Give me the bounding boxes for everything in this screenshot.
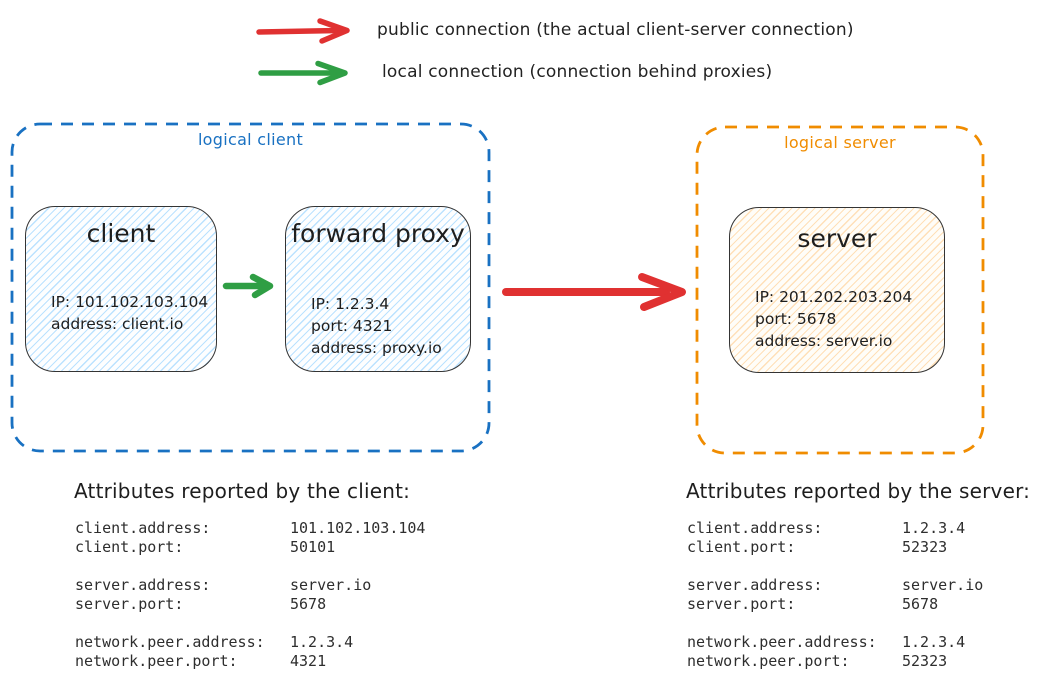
server-node: server IP: 201.202.203.204 port: 5678 ad…	[729, 207, 945, 373]
attr-row: server.address:server.io	[75, 576, 372, 594]
logical-server-label: logical server	[784, 133, 896, 152]
public-connection-arrow-icon	[256, 18, 350, 44]
server-attributes-table: client.address:1.2.3.4 client.port:52323…	[687, 519, 983, 686]
proxy-address: address: proxy.io	[311, 339, 442, 357]
client-node: client IP: 101.102.103.104 address: clie…	[25, 206, 217, 372]
local-connection-diagram-arrow-icon	[222, 273, 274, 299]
logical-server-boundary	[695, 125, 985, 455]
logical-client-group: logical client client IP: 101.102.103.10…	[10, 122, 491, 453]
public-connection-legend-label: public connection (the actual client-ser…	[377, 20, 854, 40]
attr-row: network.peer.port:52323	[687, 652, 948, 670]
client-ip: IP: 101.102.103.104	[51, 293, 209, 311]
client-attr-group-server: server.address:server.io server.port:567…	[75, 576, 425, 614]
server-attributes-heading: Attributes reported by the server:	[686, 479, 1031, 503]
client-attributes-table: client.address:101.102.103.104 client.po…	[75, 519, 425, 686]
attr-row: server.port:5678	[687, 595, 939, 613]
attr-row: client.address:1.2.3.4	[687, 519, 966, 537]
server-attr-group-network-peer: network.peer.address:1.2.3.4 network.pee…	[687, 633, 983, 671]
attr-row: network.peer.address:1.2.3.4	[75, 633, 354, 651]
client-attributes-heading: Attributes reported by the client:	[74, 479, 411, 503]
forward-proxy-node-title: forward proxy	[291, 219, 465, 248]
server-attr-group-server: server.address:server.io server.port:567…	[687, 576, 983, 614]
attr-row: client.port:50101	[75, 538, 336, 556]
attr-row: server.address:server.io	[687, 576, 984, 594]
proxy-port: port: 4321	[311, 317, 393, 335]
client-node-details: IP: 101.102.103.104 address: client.io	[51, 291, 208, 335]
attr-row: client.port:52323	[687, 538, 948, 556]
local-connection-legend-label: local connection (connection behind prox…	[382, 62, 773, 82]
client-attr-group-network-peer: network.peer.address:1.2.3.4 network.pee…	[75, 633, 425, 671]
logical-client-label: logical client	[197, 130, 304, 149]
server-attr-group-client: client.address:1.2.3.4 client.port:52323	[687, 519, 983, 557]
server-port: port: 5678	[755, 310, 837, 328]
public-connection-diagram-arrow-icon	[502, 273, 686, 311]
proxy-ip: IP: 1.2.3.4	[311, 295, 390, 313]
attr-row: server.port:5678	[75, 595, 327, 613]
local-connection-arrow-icon	[258, 60, 348, 86]
attr-row: client.address:101.102.103.104	[75, 519, 426, 537]
attr-row: network.peer.port:4321	[75, 652, 327, 670]
attr-row: network.peer.address:1.2.3.4	[687, 633, 966, 651]
forward-proxy-node-details: IP: 1.2.3.4 port: 4321 address: proxy.io	[311, 293, 462, 359]
client-attr-group-client: client.address:101.102.103.104 client.po…	[75, 519, 425, 557]
client-node-title: client	[86, 219, 156, 248]
server-node-details: IP: 201.202.203.204 port: 5678 address: …	[755, 286, 936, 352]
forward-proxy-node: forward proxy IP: 1.2.3.4 port: 4321 add…	[285, 206, 471, 372]
logical-server-group: logical server server IP: 201.202.203.20…	[695, 125, 985, 455]
server-address: address: server.io	[755, 332, 893, 350]
server-ip: IP: 201.202.203.204	[755, 288, 913, 306]
logical-client-boundary	[10, 122, 491, 453]
client-address: address: client.io	[51, 315, 184, 333]
server-node-title: server	[797, 224, 877, 253]
